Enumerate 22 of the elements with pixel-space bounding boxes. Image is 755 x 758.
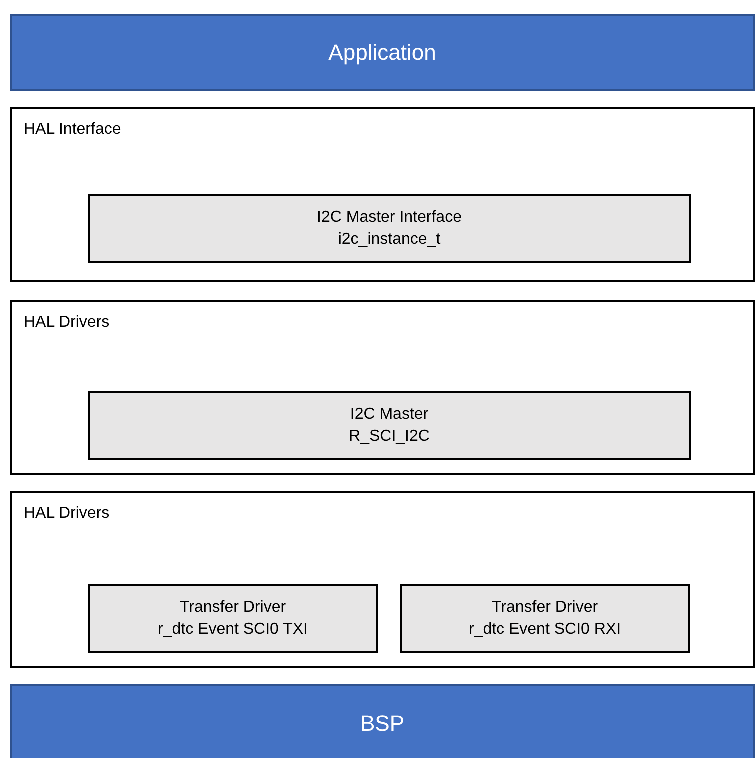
module-title: I2C Master xyxy=(350,404,429,424)
layer-title: HAL Drivers xyxy=(24,314,110,332)
module-name: r_dtc Event SCI0 TXI xyxy=(158,620,308,640)
module-title: Transfer Driver xyxy=(180,598,286,618)
layer-panel xyxy=(10,107,755,282)
module-box xyxy=(88,584,378,653)
layer-title: HAL Drivers xyxy=(24,505,110,523)
module-name: i2c_instance_t xyxy=(338,230,441,250)
module-title: Transfer Driver xyxy=(492,598,598,618)
layer-title: HAL Interface xyxy=(24,121,122,139)
module-title: I2C Master Interface xyxy=(317,208,462,228)
layer-bar xyxy=(10,684,755,758)
module-name: R_SCI_I2C xyxy=(349,426,430,446)
layer-title: BSP xyxy=(360,711,405,737)
module-box xyxy=(88,391,691,460)
layer-title: Application xyxy=(328,40,436,66)
layer-panel xyxy=(10,491,755,668)
layer-panel xyxy=(10,300,755,475)
module-name: r_dtc Event SCI0 RXI xyxy=(468,620,622,640)
module-box xyxy=(88,194,691,263)
layer-bar xyxy=(10,14,755,91)
module-box xyxy=(400,584,690,653)
